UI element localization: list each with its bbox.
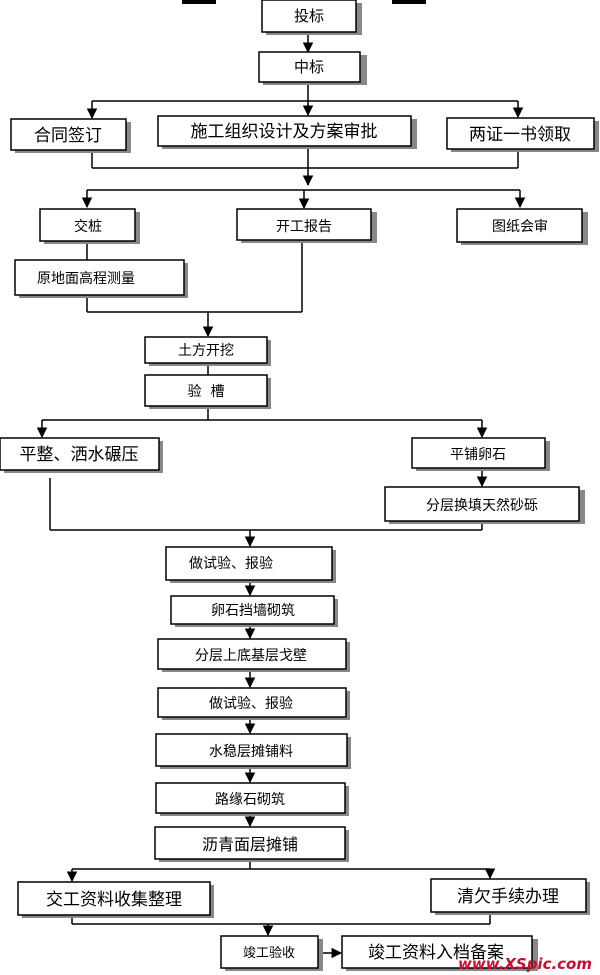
node-label: 清欠手续办理 xyxy=(457,887,559,907)
node-label: 平铺卵石 xyxy=(450,447,506,463)
node-label: 合同签订 xyxy=(34,126,102,146)
node-he-tong-qian-ding: 合同签订 xyxy=(10,118,131,153)
node-label: 施工组织设计及方案审批 xyxy=(191,122,378,142)
node-label: 分层上底基层戈壁 xyxy=(195,647,307,664)
node-kai-gong-bao-gao: 开工报告 xyxy=(236,208,377,243)
node-tu-zhi-hui-shen: 图纸会审 xyxy=(456,208,588,245)
node-jiao-zhuang: 交桩 xyxy=(39,208,140,244)
node-luan-shi-dang-qiang: 卵石挡墙砌筑 xyxy=(170,595,338,627)
cropped-title-fragment xyxy=(182,0,426,4)
watermark-logo: www.XSpic.com xyxy=(458,955,592,973)
node-label: 两证一书领取 xyxy=(469,125,571,145)
node-label: 验 槽 xyxy=(188,384,225,400)
node-jun-gong-yan-shou: 竣工验收 xyxy=(220,935,323,971)
node-label: 原地面高程测量 xyxy=(37,270,135,287)
connector-lines xyxy=(36,33,526,959)
node-jun-gong-zi-liao: 竣工资料入档备案 xyxy=(341,935,538,971)
node-yan-cao: 验 槽 xyxy=(144,374,271,409)
node-label: 做试验、报验 xyxy=(209,696,293,712)
node-fen-ceng-shang-di: 分层上底基层戈壁 xyxy=(157,638,350,672)
node-label: 沥青面层摊铺 xyxy=(202,835,298,854)
node-label: 交工资料收集整理 xyxy=(46,890,182,910)
node-label: 投标 xyxy=(294,7,324,25)
node-label: 平整、洒水碾压 xyxy=(20,445,139,465)
node-label: 卵石挡墙砌筑 xyxy=(211,603,295,619)
node-label: 竣工验收 xyxy=(243,945,295,961)
node-label: 土方开挖 xyxy=(178,343,234,359)
node-ping-zheng: 平整、洒水碾压 xyxy=(0,437,163,473)
node-qing-qian-shou-xu: 清欠手续办理 xyxy=(430,878,590,915)
node-label: 竣工资料入档备案 xyxy=(368,943,504,963)
node-tou-biao: 投标 xyxy=(261,0,362,35)
node-label: 分层换填天然砂砾 xyxy=(426,497,538,514)
node-li-qing-mian-ceng: 沥青面层摊铺 xyxy=(154,826,349,862)
node-fen-ceng-huan-tian: 分层换填天然砂砾 xyxy=(384,486,585,524)
node-yuan-di-mian: 原地面高程测量 xyxy=(14,259,188,298)
node-label: 做试验、报验 xyxy=(189,556,273,572)
node-zuo-shi-yan-2: 做试验、报验 xyxy=(157,687,350,720)
node-label: 路缘石砌筑 xyxy=(215,792,285,808)
node-label: 开工报告 xyxy=(276,219,332,235)
node-jiao-gong-zi-liao: 交工资料收集整理 xyxy=(17,881,214,918)
node-lu-yuan-shi: 路缘石砌筑 xyxy=(155,782,349,816)
node-shi-gong-zu-zhi: 施工组织设计及方案审批 xyxy=(157,115,417,149)
node-label: 水稳层摊铺料 xyxy=(209,744,293,760)
node-ping-pu-luan-shi: 平铺卵石 xyxy=(411,437,550,471)
node-liang-zheng-yi-shu: 两证一书领取 xyxy=(446,117,599,152)
node-tu-fang-kai-wa: 土方开挖 xyxy=(144,336,271,366)
node-label: 图纸会审 xyxy=(492,219,548,235)
node-label: 交桩 xyxy=(74,218,102,235)
node-shui-wen-ceng: 水稳层摊铺料 xyxy=(155,733,351,769)
node-zhong-biao: 中标 xyxy=(258,51,367,85)
node-label: 中标 xyxy=(294,58,324,76)
node-zuo-shi-yan-1: 做试验、报验 xyxy=(165,546,336,583)
